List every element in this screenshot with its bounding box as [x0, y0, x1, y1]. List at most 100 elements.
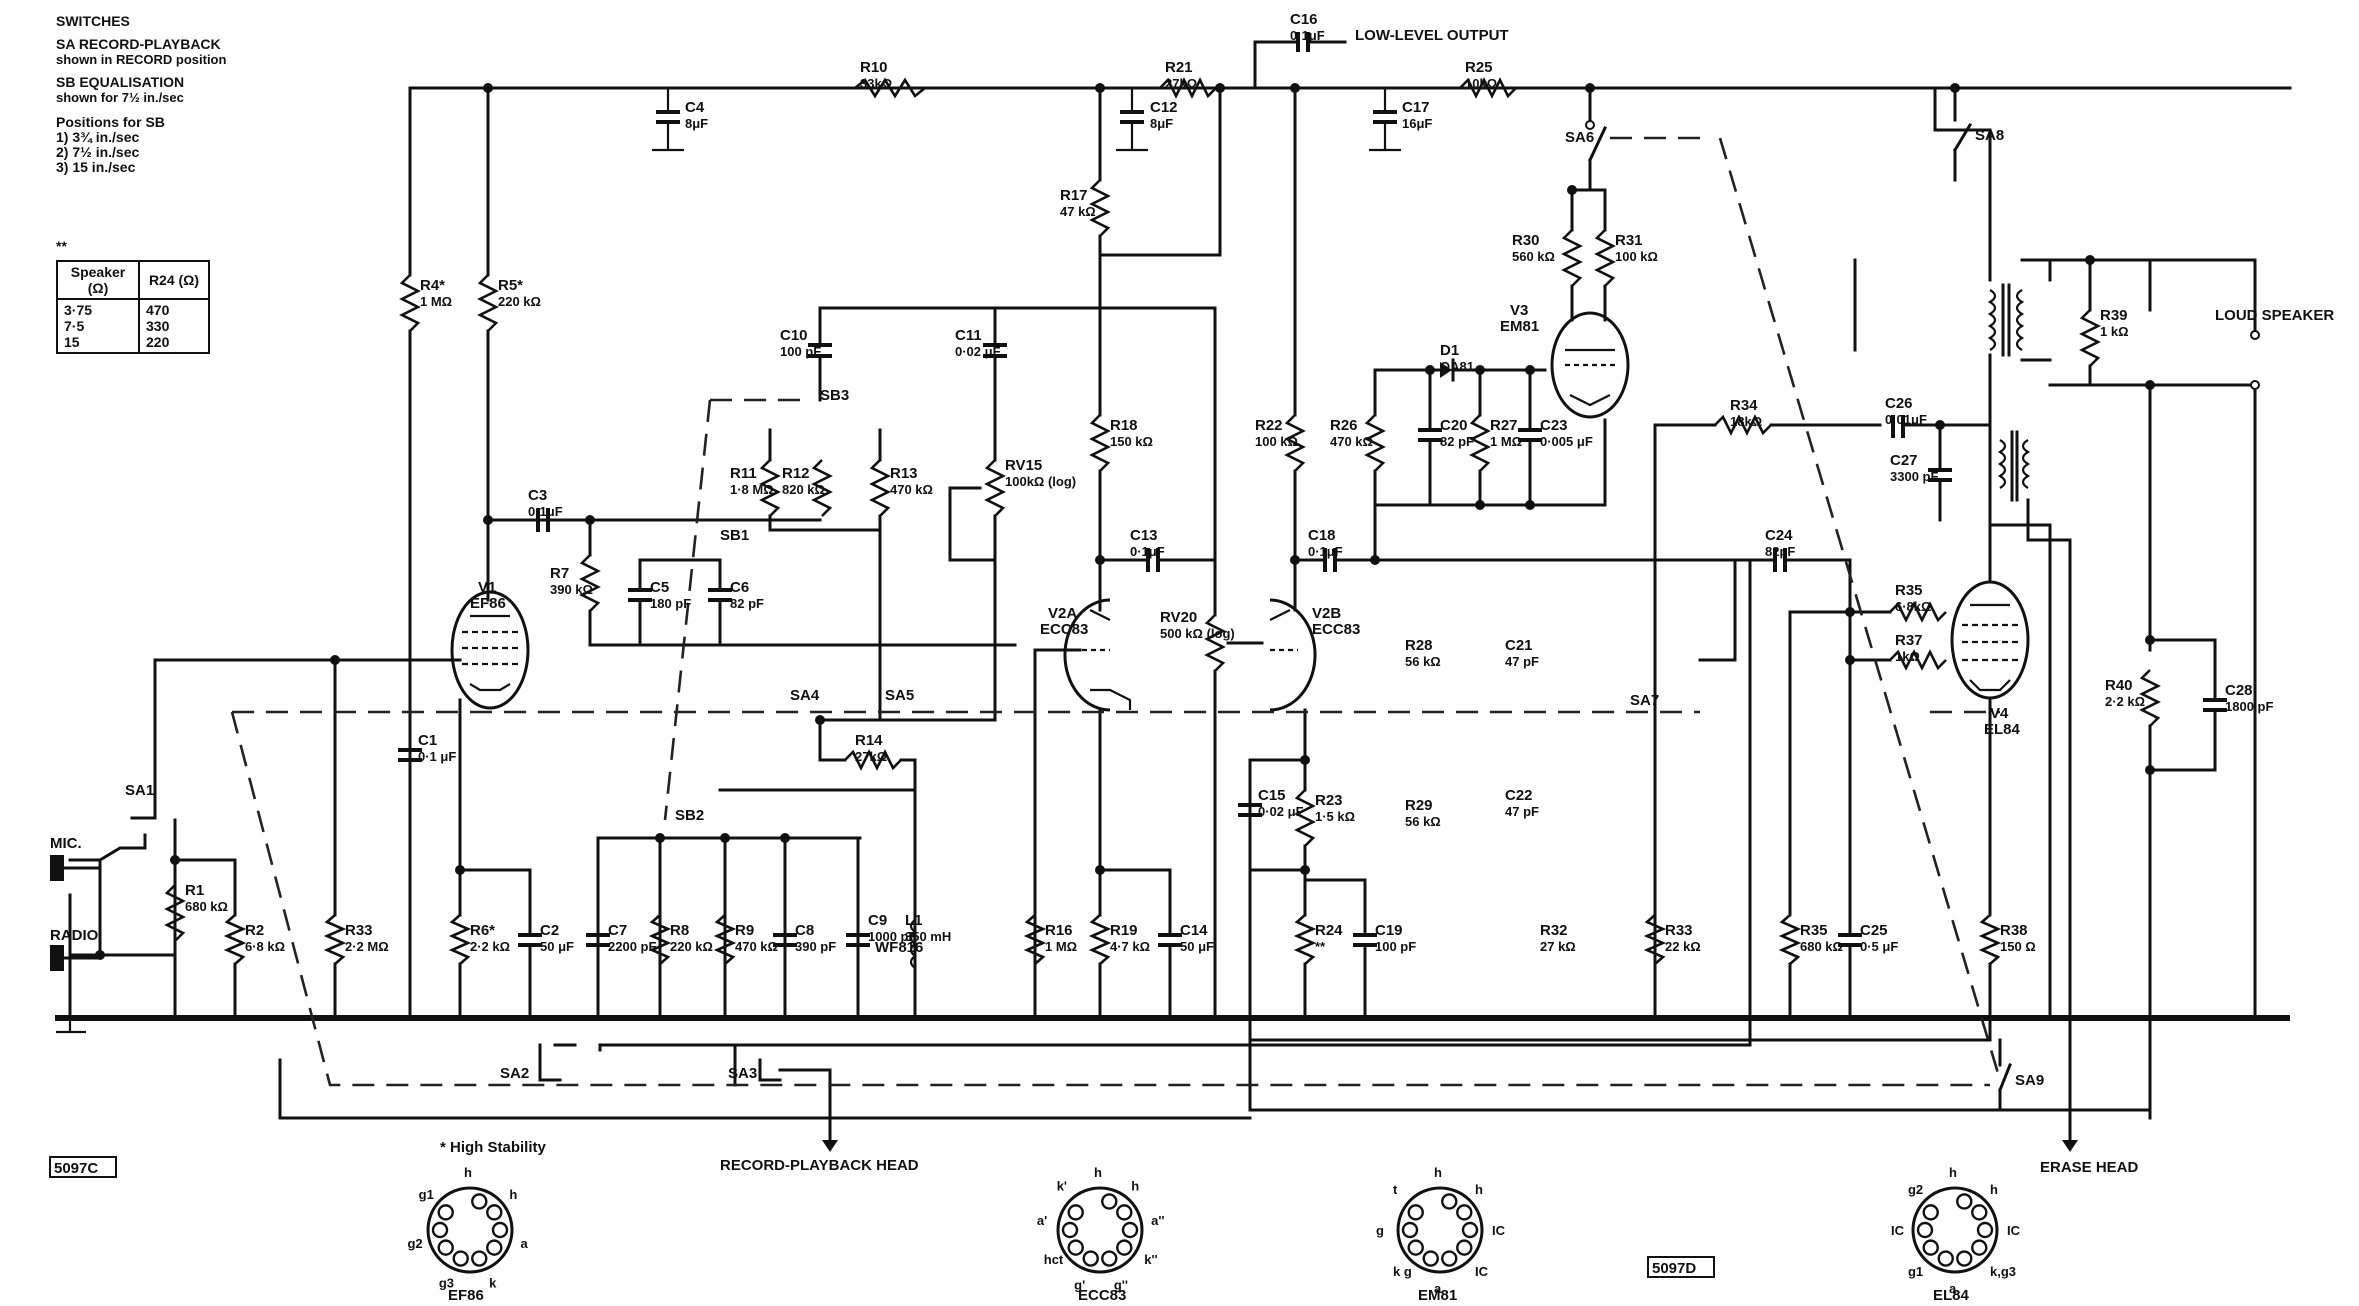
r24-values-cell: 470 330 220 — [138, 298, 210, 354]
r40-ref-label: R40 — [2105, 677, 2133, 694]
c19-ref-label: C19 — [1375, 922, 1403, 939]
c4-capacitor — [652, 88, 684, 152]
r27-ref-label: R27 — [1490, 417, 1518, 434]
v1-ref: V1 — [478, 579, 496, 596]
r9-ref-label: R9 — [735, 922, 754, 939]
r10-value-label: 33kΩ — [860, 76, 892, 91]
pin-socket — [1916, 1221, 1934, 1239]
pin-label: IC — [1492, 1223, 1506, 1238]
r33a-resistor — [323, 658, 347, 1020]
r23-ref-label: R23 — [1315, 792, 1343, 809]
pinout-base-circle — [426, 1186, 514, 1274]
loudspeaker-terminals — [2250, 258, 2260, 1020]
pin-label: g1 — [1908, 1264, 1923, 1279]
r28-value-label: 56 kΩ — [1405, 654, 1441, 669]
pin-label: g1 — [419, 1187, 434, 1202]
c18-ref-label: C18 — [1308, 527, 1336, 544]
c6-capacitor — [708, 558, 732, 647]
r33b-value-label: 22 kΩ — [1665, 939, 1701, 954]
r4-resistor — [399, 86, 421, 1020]
junctions — [95, 83, 2155, 960]
position-1: 1) 3¾ in./sec — [56, 129, 140, 145]
r25-value-label: 10kΩ — [1465, 76, 1497, 91]
c14-ref-label: C14 — [1180, 922, 1208, 939]
speaker-table-header-speaker: Speaker (Ω) — [56, 260, 140, 300]
r33b-ref-label: R33 — [1665, 922, 1693, 939]
r37-resistor — [1848, 649, 1947, 671]
r5-value-label: 220 kΩ — [498, 294, 541, 309]
r4-ref-label: R4* — [420, 277, 445, 294]
c19-capacitor — [1303, 878, 1377, 1020]
sb1-label: SB1 — [720, 527, 749, 544]
c16-value-label: 0·1μF — [1290, 28, 1325, 43]
r18-ref-label: R18 — [1110, 417, 1138, 434]
c5-value-label: 180 pF — [650, 596, 691, 611]
r33a-value-label: 2·2 MΩ — [345, 939, 389, 954]
pin-label: a' — [1037, 1213, 1047, 1228]
pin-label: h — [1475, 1182, 1483, 1197]
r19-ref-label: R19 — [1110, 922, 1138, 939]
v3-valve — [1550, 311, 1630, 419]
input-section — [50, 798, 247, 1020]
c20-capacitor — [1418, 368, 1442, 507]
c15-ref-label: C15 — [1258, 787, 1286, 804]
c28-capacitor — [2148, 638, 2227, 772]
pin-socket — [1401, 1221, 1419, 1239]
c28-value-label: 1800 pF — [2225, 699, 2273, 714]
sa9-switch — [1248, 758, 2152, 1152]
r8-ref-label: R8 — [670, 922, 689, 939]
v2a-ref: V2A — [1048, 605, 1077, 622]
r30-resistor — [1561, 188, 1583, 322]
r38-value-label: 150 Ω — [2000, 939, 2036, 954]
sb3-label: SB3 — [820, 387, 849, 404]
c18-capacitor — [1293, 548, 1737, 572]
v3-ref: V3 — [1510, 302, 1528, 319]
r9-value-label: 470 kΩ — [735, 939, 778, 954]
pin-socket — [1937, 1250, 1954, 1267]
r29-value-label: 56 kΩ — [1405, 814, 1441, 829]
fig-right-box — [1647, 1256, 1715, 1278]
v1-valve — [450, 590, 530, 710]
c14-capacitor — [1098, 868, 1182, 1020]
c24-wire — [1698, 558, 1737, 662]
r28-ref-label: R28 — [1405, 637, 1433, 654]
r14-ref-label: R14 — [855, 732, 883, 749]
c27-value-label: 3300 pF — [1890, 469, 1938, 484]
position-2: 2) 7½ in./sec — [56, 144, 140, 160]
pin-socket — [1956, 1250, 1973, 1267]
rv20-potentiometer — [1204, 306, 1264, 1020]
pin-label: k' — [1057, 1179, 1067, 1194]
r24-value: 470 — [146, 302, 170, 318]
pin-label: g — [1376, 1223, 1384, 1238]
c10-capacitor — [808, 306, 832, 402]
speaker-value: 3·75 — [64, 302, 93, 318]
sa2-label: SA2 — [500, 1065, 529, 1082]
l1-ref-label: L1 — [905, 912, 923, 929]
pin-label: h — [1434, 1165, 1442, 1180]
r6-value-label: 2·2 kΩ — [470, 939, 510, 954]
c2-ref-label: C2 — [540, 922, 559, 939]
r34-value-label: 18kΩ — [1730, 414, 1762, 429]
pin-socket — [1116, 1204, 1133, 1221]
r6-resistor — [448, 698, 472, 1020]
c13-ref-label: C13 — [1130, 527, 1158, 544]
pin-label: a — [1949, 1281, 1957, 1296]
pin-label: g2 — [407, 1236, 422, 1251]
pin-label: IC — [2007, 1223, 2021, 1238]
sa1-label: SA1 — [125, 782, 154, 799]
pin-label: g' — [1074, 1278, 1085, 1293]
r12-resistor — [811, 459, 833, 517]
v2b-type: ECC83 — [1312, 621, 1360, 638]
pin-label: IC — [1891, 1223, 1905, 1238]
positions-title: Positions for SB — [56, 114, 165, 130]
pin-socket — [431, 1221, 449, 1239]
r34-resistor — [1653, 414, 1882, 436]
d1-value-label: OA81 — [1440, 359, 1474, 374]
c5-ref-label: C5 — [650, 579, 669, 596]
c7-ref-label: C7 — [608, 922, 627, 939]
em81-ground-wire — [1373, 418, 1607, 507]
c19-value-label: 100 pF — [1375, 939, 1416, 954]
r21-resistor — [1159, 77, 1217, 99]
